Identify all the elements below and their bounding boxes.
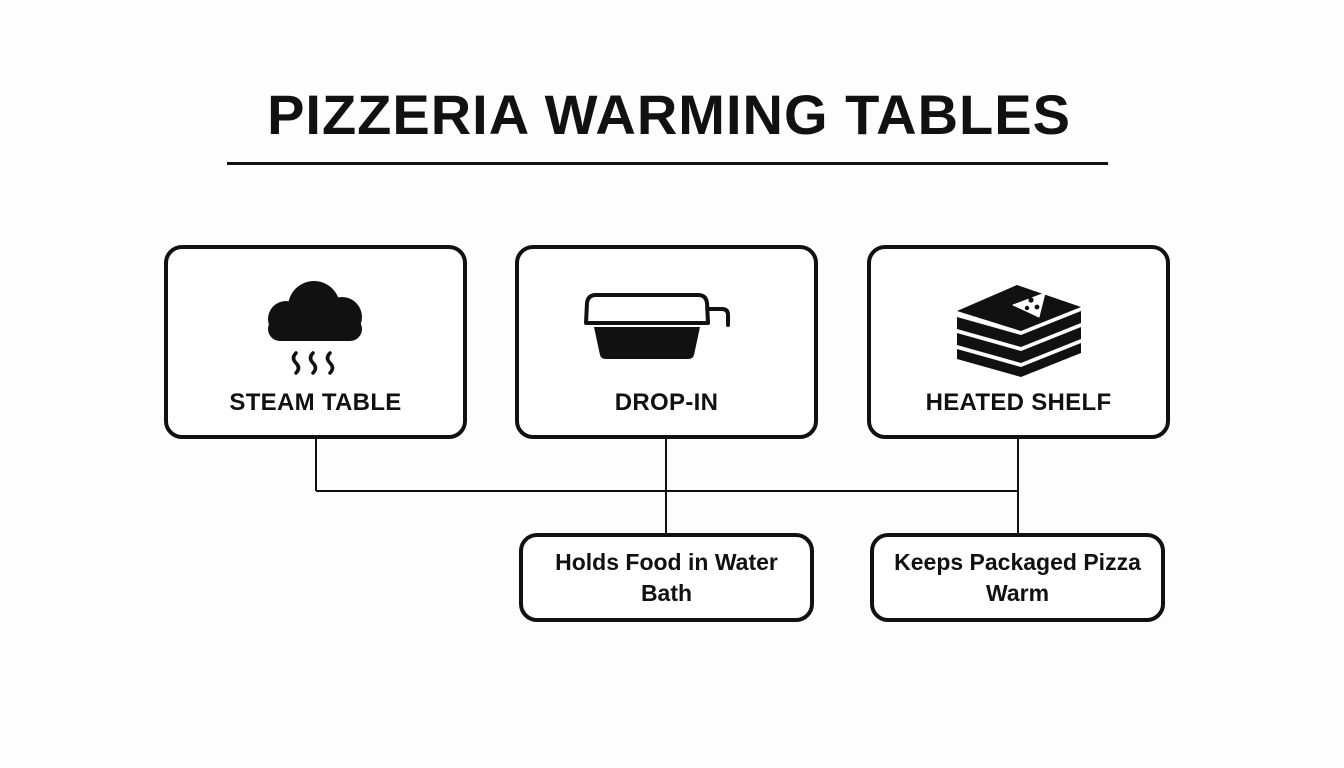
heated-shelf-card: HEATED SHELF	[867, 245, 1170, 439]
heated-shelf-label: HEATED SHELF	[925, 389, 1112, 416]
drop-in-card: DROP-IN	[515, 245, 818, 439]
stacked-pizza-boxes-icon	[956, 285, 1081, 377]
drop-in-label: DROP-IN	[614, 389, 719, 416]
water-bath-description-box: Holds Food in Water Bath	[519, 533, 814, 622]
steam-cloud-icon	[267, 281, 362, 375]
title-underline	[227, 162, 1108, 165]
packaged-pizza-description-box: Keeps Packaged Pizza Warm	[870, 533, 1165, 622]
packaged-pizza-description: Keeps Packaged Pizza Warm	[894, 548, 1141, 606]
food-pan-icon	[583, 293, 730, 359]
diagram-title: PIZZERIA WARMING TABLES	[267, 83, 1071, 146]
steam-table-card: STEAM TABLE	[164, 245, 467, 439]
steam-table-label: STEAM TABLE	[229, 389, 402, 416]
water-bath-description: Holds Food in Water Bath	[555, 548, 778, 606]
